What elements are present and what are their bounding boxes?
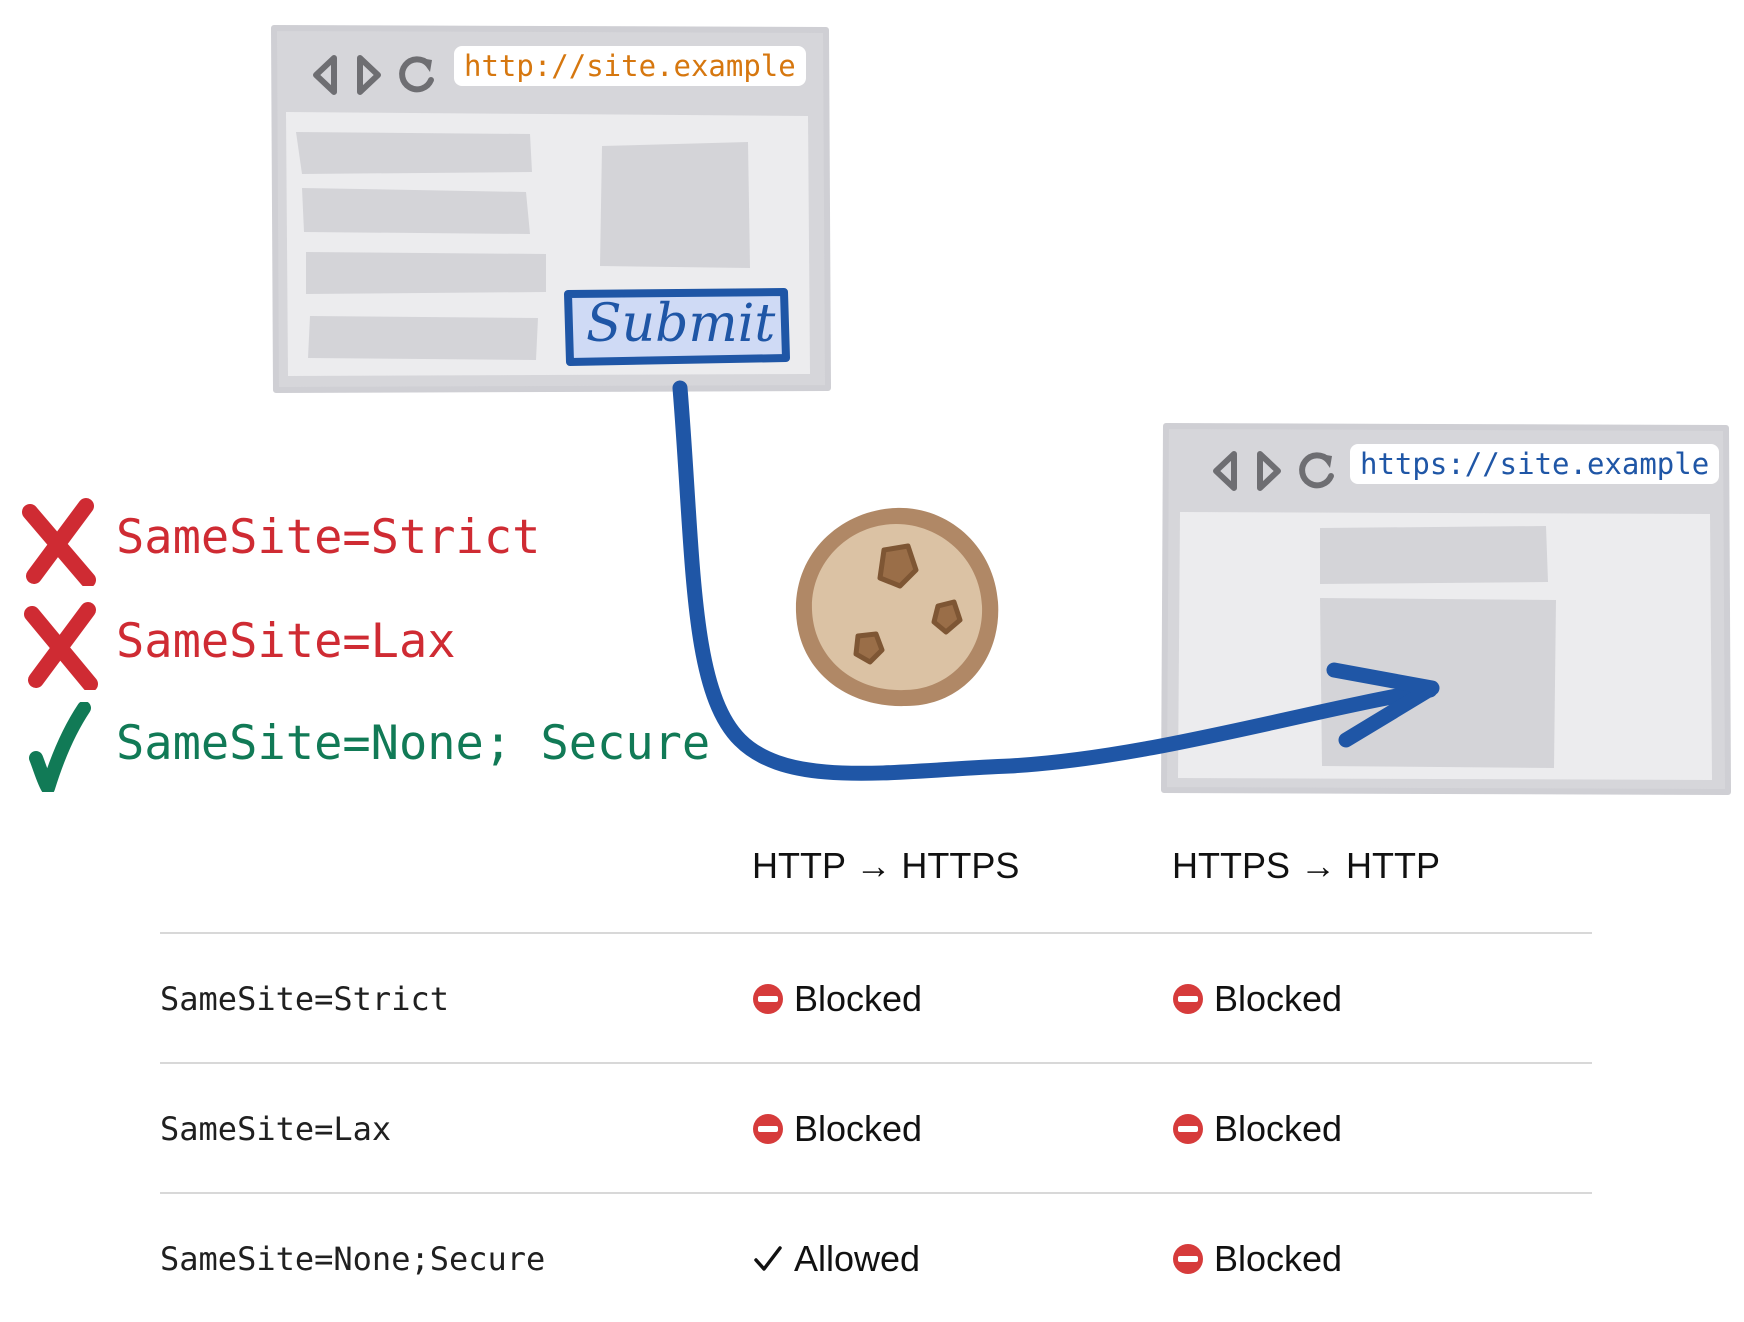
check-mark-icon [752,1243,784,1275]
reload-icon [1299,452,1334,489]
table-cell: Blocked [1172,1108,1342,1150]
no-entry-icon [1172,1113,1204,1145]
check-icon [29,702,91,792]
table-header-http-to-https: HTTP → HTTPS [752,845,1020,886]
reload-icon [399,56,434,93]
samesite-rule-text: SameSite=Strict [116,510,541,565]
forward-icon [1257,451,1281,491]
back-icon [1213,451,1237,491]
no-entry-icon [752,983,784,1015]
status-text: Blocked [1214,1238,1343,1279]
status-text: Blocked [794,978,923,1019]
table-cell: Blocked [752,978,922,1020]
no-entry-icon [1172,983,1204,1015]
table-cell: Blocked [752,1108,922,1150]
submit-button-frame [564,288,790,366]
table-header-https-to-http: HTTPS → HTTP [1172,845,1440,886]
table-row-label: SameSite=Lax [160,1110,392,1148]
table-divider [160,1062,1592,1064]
forward-icon [357,55,381,95]
status-text: Allowed [794,1238,921,1279]
status-text: Blocked [794,1108,923,1149]
table-cell: Blocked [1172,1238,1342,1280]
table-row-label: SameSite=Strict [160,980,449,1018]
table-row-label: SameSite=None;Secure [160,1240,546,1278]
submit-button[interactable]: Submit [586,294,776,354]
table-cell: Allowed [752,1238,920,1280]
cross-icon [24,602,98,690]
samesite-rule-text: SameSite=Lax [116,614,456,669]
back-icon [313,55,337,95]
table-cell: Blocked [1172,978,1342,1020]
status-text: Blocked [1214,978,1343,1019]
no-entry-icon [752,1113,784,1145]
target-url-bar: https://site.example [1350,444,1720,484]
table-divider [160,1192,1592,1194]
source-browser-window: http://site.example Submit [270,24,831,394]
samesite-rule-text: SameSite=None; Secure [116,716,711,771]
status-text: Blocked [1214,1108,1343,1149]
source-url-bar: http://site.example [454,46,806,86]
no-entry-icon [1172,1243,1204,1275]
cookie-icon [795,507,999,707]
cross-icon [22,498,96,586]
table-divider [160,932,1592,934]
